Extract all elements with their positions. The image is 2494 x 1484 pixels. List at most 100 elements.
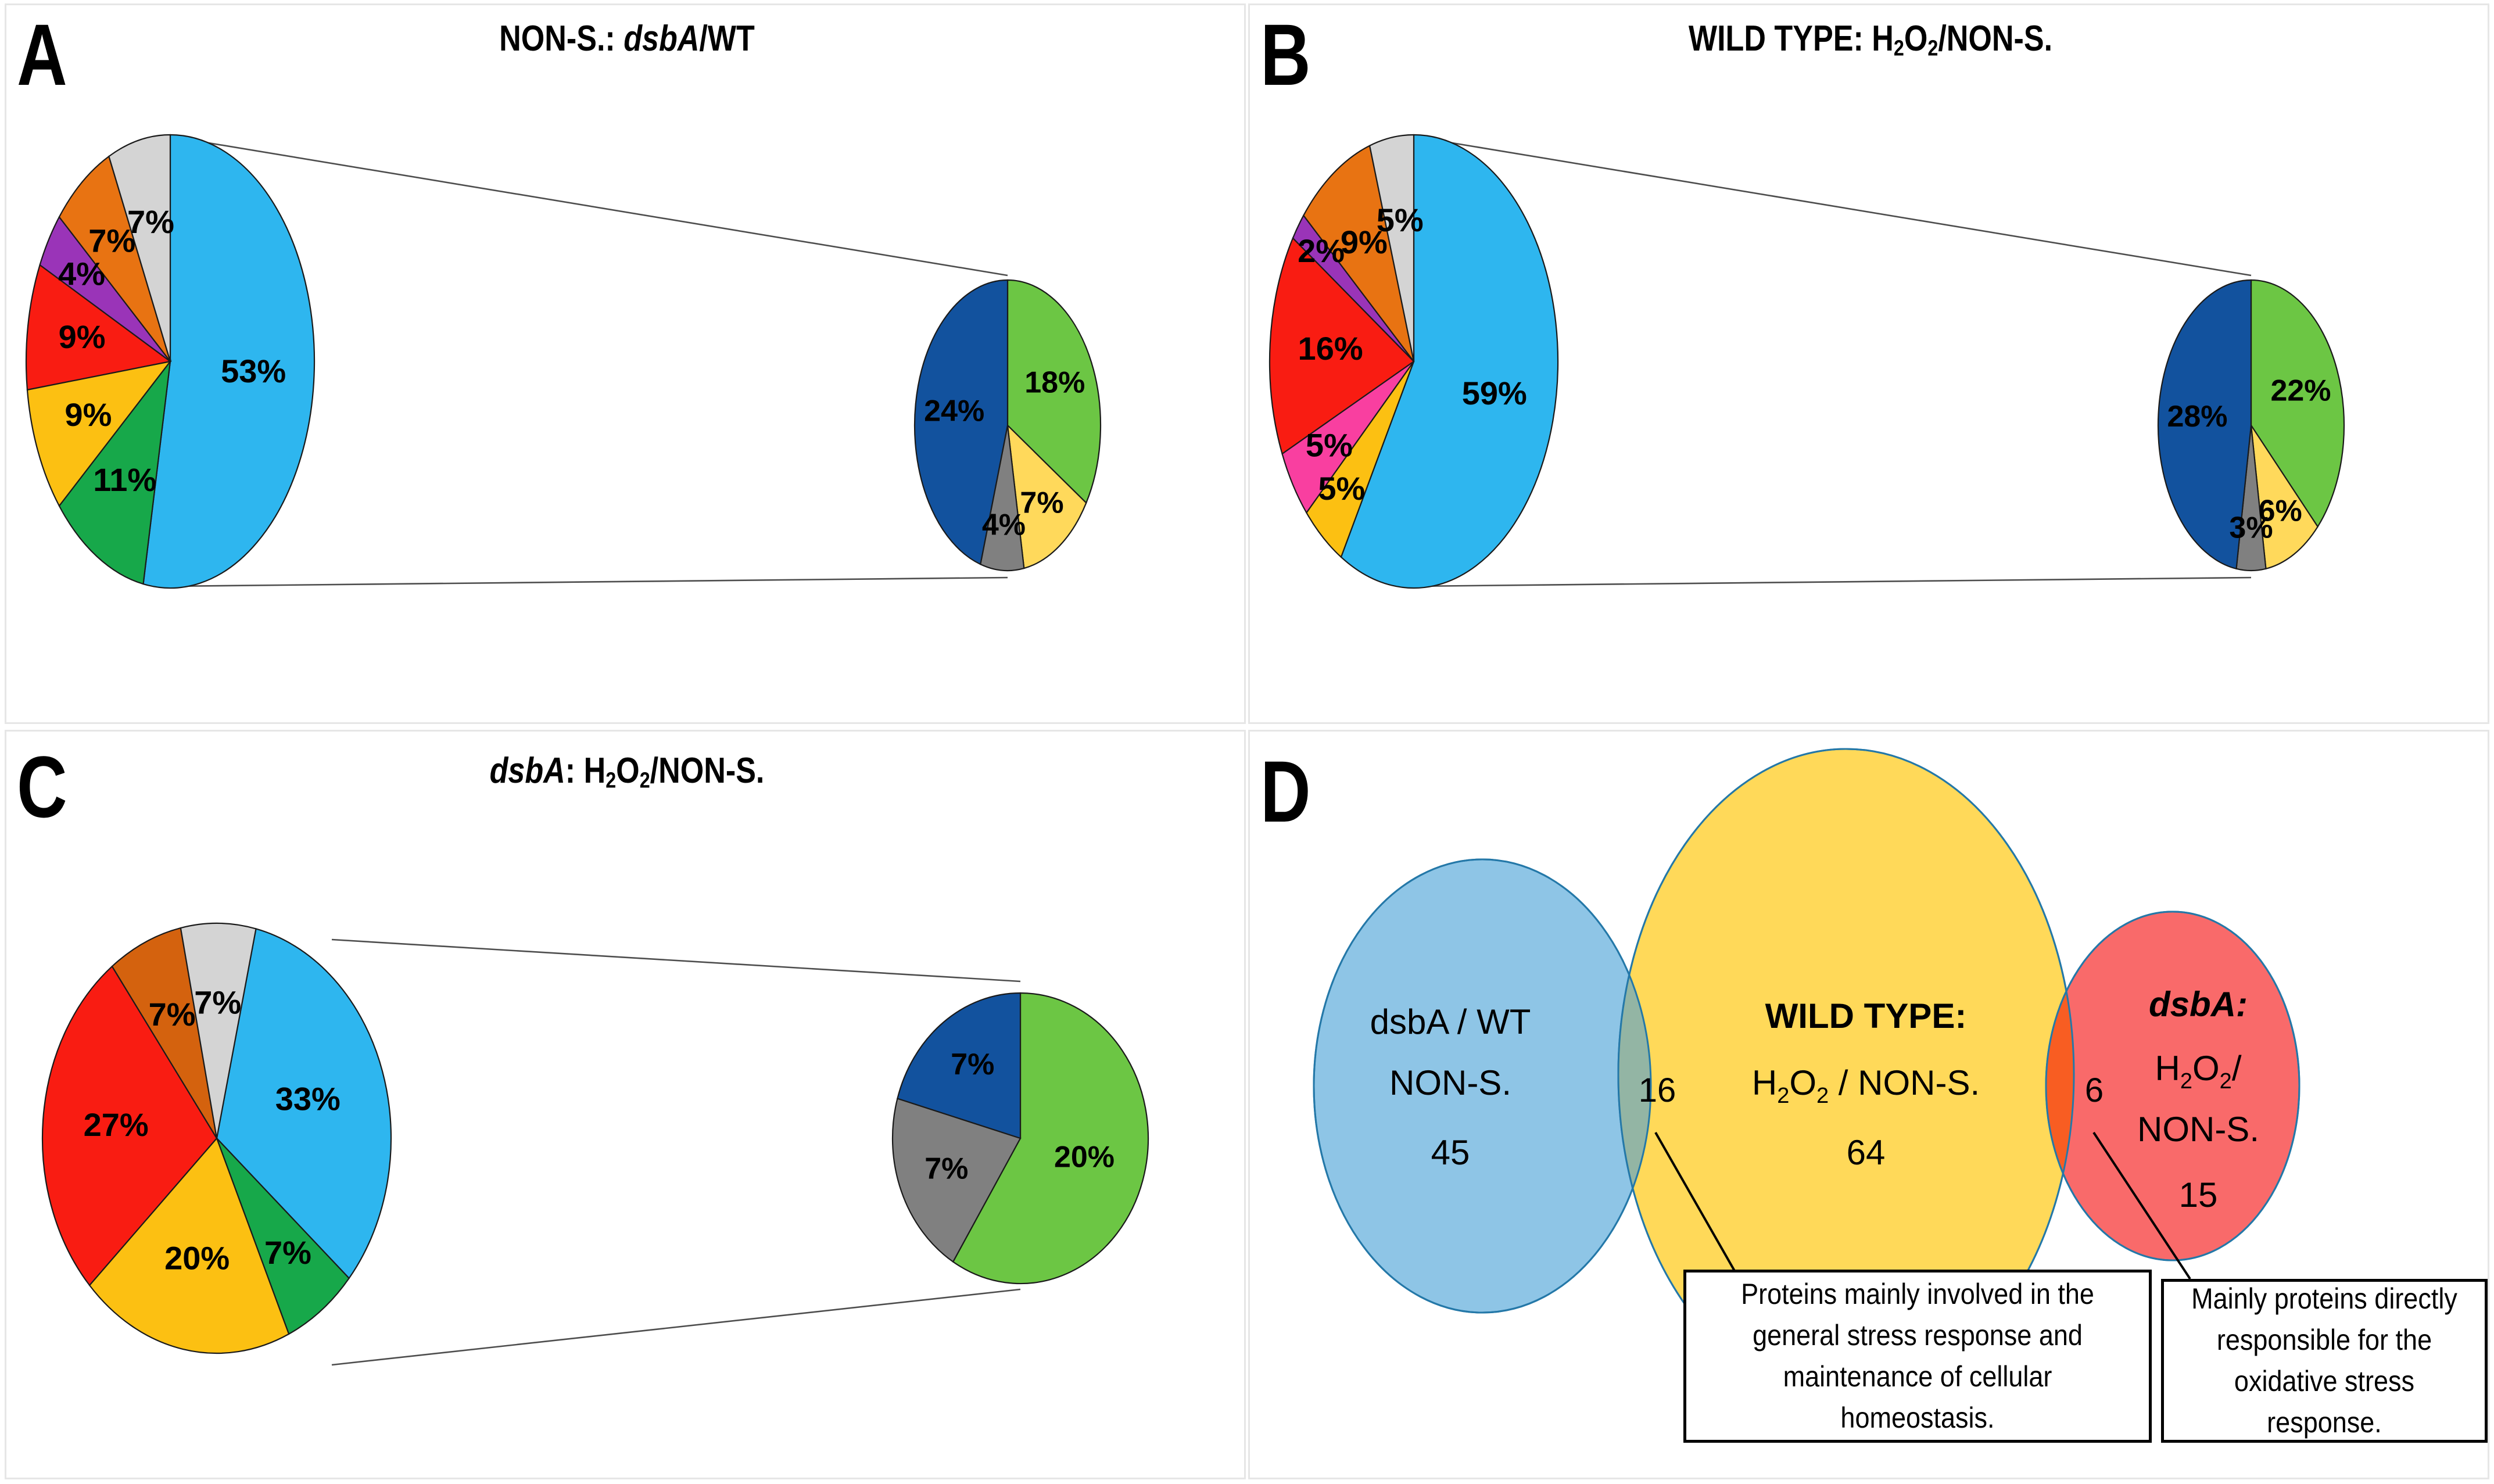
pie-slice xyxy=(1006,279,1102,504)
callout-right-leader xyxy=(2092,1131,2191,1280)
pie-slice-label: 9% xyxy=(59,318,106,355)
pie-slices-c-sub xyxy=(891,992,1149,1285)
pie-slice xyxy=(897,992,1022,1139)
pie-slice xyxy=(891,1098,1022,1263)
pie-slice-label: 7% xyxy=(264,1234,311,1271)
pie-slice xyxy=(26,360,172,507)
callout-left-box: Proteins mainly involved in the general … xyxy=(1683,1270,2152,1443)
panel-b-sub-pie: 22% 6%3% 28% xyxy=(2157,279,2345,572)
pie-slices-c-main xyxy=(41,922,392,1354)
pie-slice xyxy=(1006,424,1087,569)
panel-b: B WILD TYPE: H2O2/NON-S. 59%5%5%16%2%9%5… xyxy=(1248,3,2489,724)
pie-slice-label: 16% xyxy=(1298,330,1363,367)
panel-c: C dsbA: H2O2/NON-S. 33%7%20%27%7%7% 20%7… xyxy=(5,730,1246,1479)
pie-slice-label: 7% xyxy=(194,984,241,1020)
pie-slice-label: 59% xyxy=(1462,375,1527,411)
pie-slice xyxy=(913,279,1009,565)
pie-slice-label: 5% xyxy=(1377,202,1424,238)
venn-outline-right xyxy=(2045,911,2300,1261)
pie-slice-label: 24% xyxy=(924,394,984,428)
pie-slice xyxy=(2250,425,2319,570)
panel-c-leaders xyxy=(331,938,1021,1366)
venn-middle-line2: H2O2 / NON-S. xyxy=(1752,1063,1980,1108)
venn-middle-count: 64 xyxy=(1847,1133,1886,1172)
pie-slice xyxy=(1302,145,1415,362)
panel-c-letter: C xyxy=(17,738,67,836)
pie-slice xyxy=(41,965,218,1286)
pie-slice xyxy=(25,264,172,391)
venn-middle-title: WILD TYPE: xyxy=(1765,996,1967,1035)
pie-slices-a-main xyxy=(25,134,316,589)
pie-slice-label: 4% xyxy=(982,508,1026,542)
pie-slice-label: 7% xyxy=(924,1152,968,1186)
pie-slice-label: 22% xyxy=(2270,374,2331,407)
panel-c-main-pie: 33%7%20%27%7%7% xyxy=(41,922,392,1354)
callout-right-text: Mainly proteins directly responsible for… xyxy=(2191,1282,2457,1439)
panel-b-leaders xyxy=(1413,135,2252,587)
pie-slice-label: 2% xyxy=(1298,232,1345,269)
pie-slice-label: 33% xyxy=(275,1080,341,1117)
panel-d-letter: D xyxy=(1260,743,1311,840)
callout-right-box: Mainly proteins directly responsible for… xyxy=(2161,1279,2488,1443)
pie-slice-label: 3% xyxy=(2229,511,2273,545)
pie-slice-label: 18% xyxy=(1024,366,1085,400)
pie-slice-label: 5% xyxy=(1306,426,1353,463)
pie-slice-label: 7% xyxy=(1020,486,1063,520)
pie-slice-label: 11% xyxy=(93,461,156,498)
pie-labels-b-sub: 22% 6%3% 28% xyxy=(2167,374,2331,544)
callout-left-text: Proteins mainly involved in the general … xyxy=(1741,1278,2094,1434)
pie-slice xyxy=(216,928,392,1279)
pie-slice-label: 5% xyxy=(1318,470,1365,507)
venn-overlap-left-count: 16 xyxy=(1639,1071,1676,1109)
pie-slice-label: 9% xyxy=(64,396,112,433)
pie-slice xyxy=(980,425,1025,572)
pie-slice-label: 53% xyxy=(221,353,286,389)
pie-labels-c-main: 33%7%20%27%7%7% xyxy=(84,984,341,1276)
pie-slice-label: 28% xyxy=(2167,400,2227,433)
pie-slice-label: 4% xyxy=(58,255,105,292)
pie-labels-c-sub: 20% 7% 7% xyxy=(924,1048,1115,1186)
venn-diagram: dsbA / WT NON-S. 45 WILD TYPE: H2O2 / NO… xyxy=(1313,748,2300,1401)
venn-right-title: dsbA: xyxy=(2149,985,2248,1024)
pie-slice xyxy=(108,134,171,362)
panel-d: D dsbA / WT xyxy=(1248,730,2489,1479)
pie-slice-label: 20% xyxy=(1054,1140,1115,1174)
pie-slice xyxy=(1368,134,1415,362)
pie-slice xyxy=(2250,279,2345,528)
panel-a-leaders xyxy=(170,135,1008,587)
pie-slice xyxy=(2157,279,2252,570)
pie-slice-label: 7% xyxy=(951,1048,994,1081)
pie-slice xyxy=(1340,134,1559,589)
pie-slice xyxy=(111,927,218,1139)
panel-a-main-pie: 53%11%9%9%4%7%7% xyxy=(25,134,316,589)
pie-labels-a-sub: 18% 7%4% 24% xyxy=(924,366,1085,542)
venn-overlap-right-count: 6 xyxy=(2085,1071,2104,1109)
pie-slice xyxy=(58,359,171,585)
panel-a-letter: A xyxy=(17,6,67,103)
pie-slice xyxy=(142,134,316,589)
venn-outline-left xyxy=(1313,858,1652,1314)
pie-labels-a-main: 53%11%9%9%4%7%7% xyxy=(58,203,286,498)
panel-c-title: dsbA: H2O2/NON-S. xyxy=(489,751,765,793)
pie-slice-label: 7% xyxy=(127,203,174,240)
pie-slice-label: 9% xyxy=(1341,224,1388,260)
panel-b-main-pie: 59%5%5%16%2%9%5% xyxy=(1268,134,1559,589)
pie-slice-label: 6% xyxy=(2259,494,2302,528)
pie-slices-a-sub xyxy=(913,279,1102,572)
venn-right-line3: NON-S. xyxy=(2137,1110,2259,1149)
pie-labels-b-main: 59%5%5%16%2%9%5% xyxy=(1298,202,1527,507)
venn-right-count: 15 xyxy=(2179,1175,2218,1214)
venn-left-title: dsbA / WT xyxy=(1370,1002,1531,1041)
pie-slice xyxy=(952,992,1149,1285)
pie-slice xyxy=(180,922,257,1139)
pie-slice-label: 27% xyxy=(84,1106,149,1143)
pie-slice-label: 7% xyxy=(149,996,196,1033)
pie-slice xyxy=(88,1137,290,1354)
pie-slice xyxy=(58,155,171,362)
panel-c-sub-pie: 20% 7% 7% xyxy=(891,992,1149,1285)
pie-slice xyxy=(1268,236,1415,455)
panel-b-letter: B xyxy=(1260,6,1311,103)
panel-a: A NON-S.: dsbA/WT 53%11%9%9%4%7%7% 18%7%… xyxy=(5,3,1246,724)
pie-slices-b-main xyxy=(1268,134,1559,589)
